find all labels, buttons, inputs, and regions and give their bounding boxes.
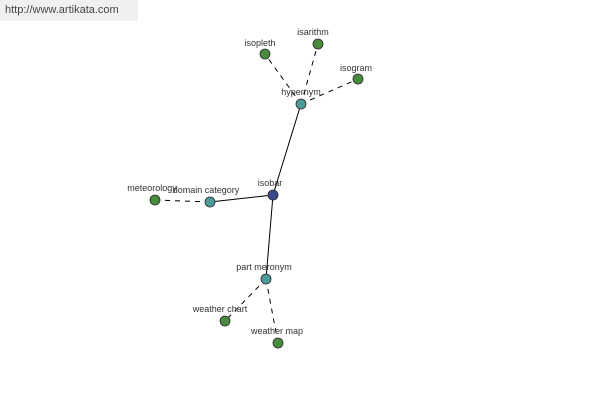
node-label-isarithm[interactable]: isarithm bbox=[297, 27, 329, 37]
node-isogram[interactable] bbox=[352, 73, 364, 85]
edge-part-meronym-weather-chart bbox=[224, 278, 267, 322]
edge-isobar-hypernym bbox=[272, 103, 302, 196]
node-label-isopleth[interactable]: isopleth bbox=[244, 38, 275, 48]
graph-labels: isobar hypernym domain category part merony… bbox=[127, 27, 372, 336]
node-meteorology[interactable] bbox=[149, 194, 161, 206]
edge-hypernym-isogram bbox=[300, 78, 359, 105]
edge-part-meronym-weather-map bbox=[265, 278, 279, 344]
node-label-part-meronym[interactable]: part meronym bbox=[236, 262, 292, 272]
node-domain-category[interactable] bbox=[204, 196, 216, 208]
node-label-meteorology[interactable]: meteorology bbox=[127, 183, 177, 193]
node-label-isobar[interactable]: isobar bbox=[258, 178, 283, 188]
node-isobar[interactable] bbox=[267, 189, 279, 201]
edge-hypernym-isopleth bbox=[264, 53, 302, 105]
graph-nodes bbox=[149, 38, 364, 349]
edge-isobar-domain-category bbox=[209, 194, 274, 203]
node-weather-chart[interactable] bbox=[219, 315, 231, 327]
watermark-url[interactable]: http://www.artikata.com bbox=[0, 0, 138, 21]
node-isopleth[interactable] bbox=[259, 48, 271, 60]
node-isarithm[interactable] bbox=[312, 38, 324, 50]
node-label-isogram[interactable]: isogram bbox=[340, 63, 372, 73]
node-label-weather-chart[interactable]: weather chart bbox=[192, 304, 248, 314]
node-label-hypernym[interactable]: hypernym bbox=[281, 87, 321, 97]
edge-isobar-part-meronym bbox=[265, 194, 274, 280]
node-label-domain-category[interactable]: domain category bbox=[173, 185, 240, 195]
edge-domain-category-meteorology bbox=[154, 199, 211, 203]
edge-hypernym-isarithm bbox=[300, 43, 319, 105]
node-part-meronym[interactable] bbox=[260, 273, 272, 285]
node-weather-map[interactable] bbox=[272, 337, 284, 349]
node-hypernym[interactable] bbox=[295, 98, 307, 110]
graph-edges bbox=[154, 43, 359, 344]
node-label-weather-map[interactable]: weather map bbox=[250, 326, 303, 336]
